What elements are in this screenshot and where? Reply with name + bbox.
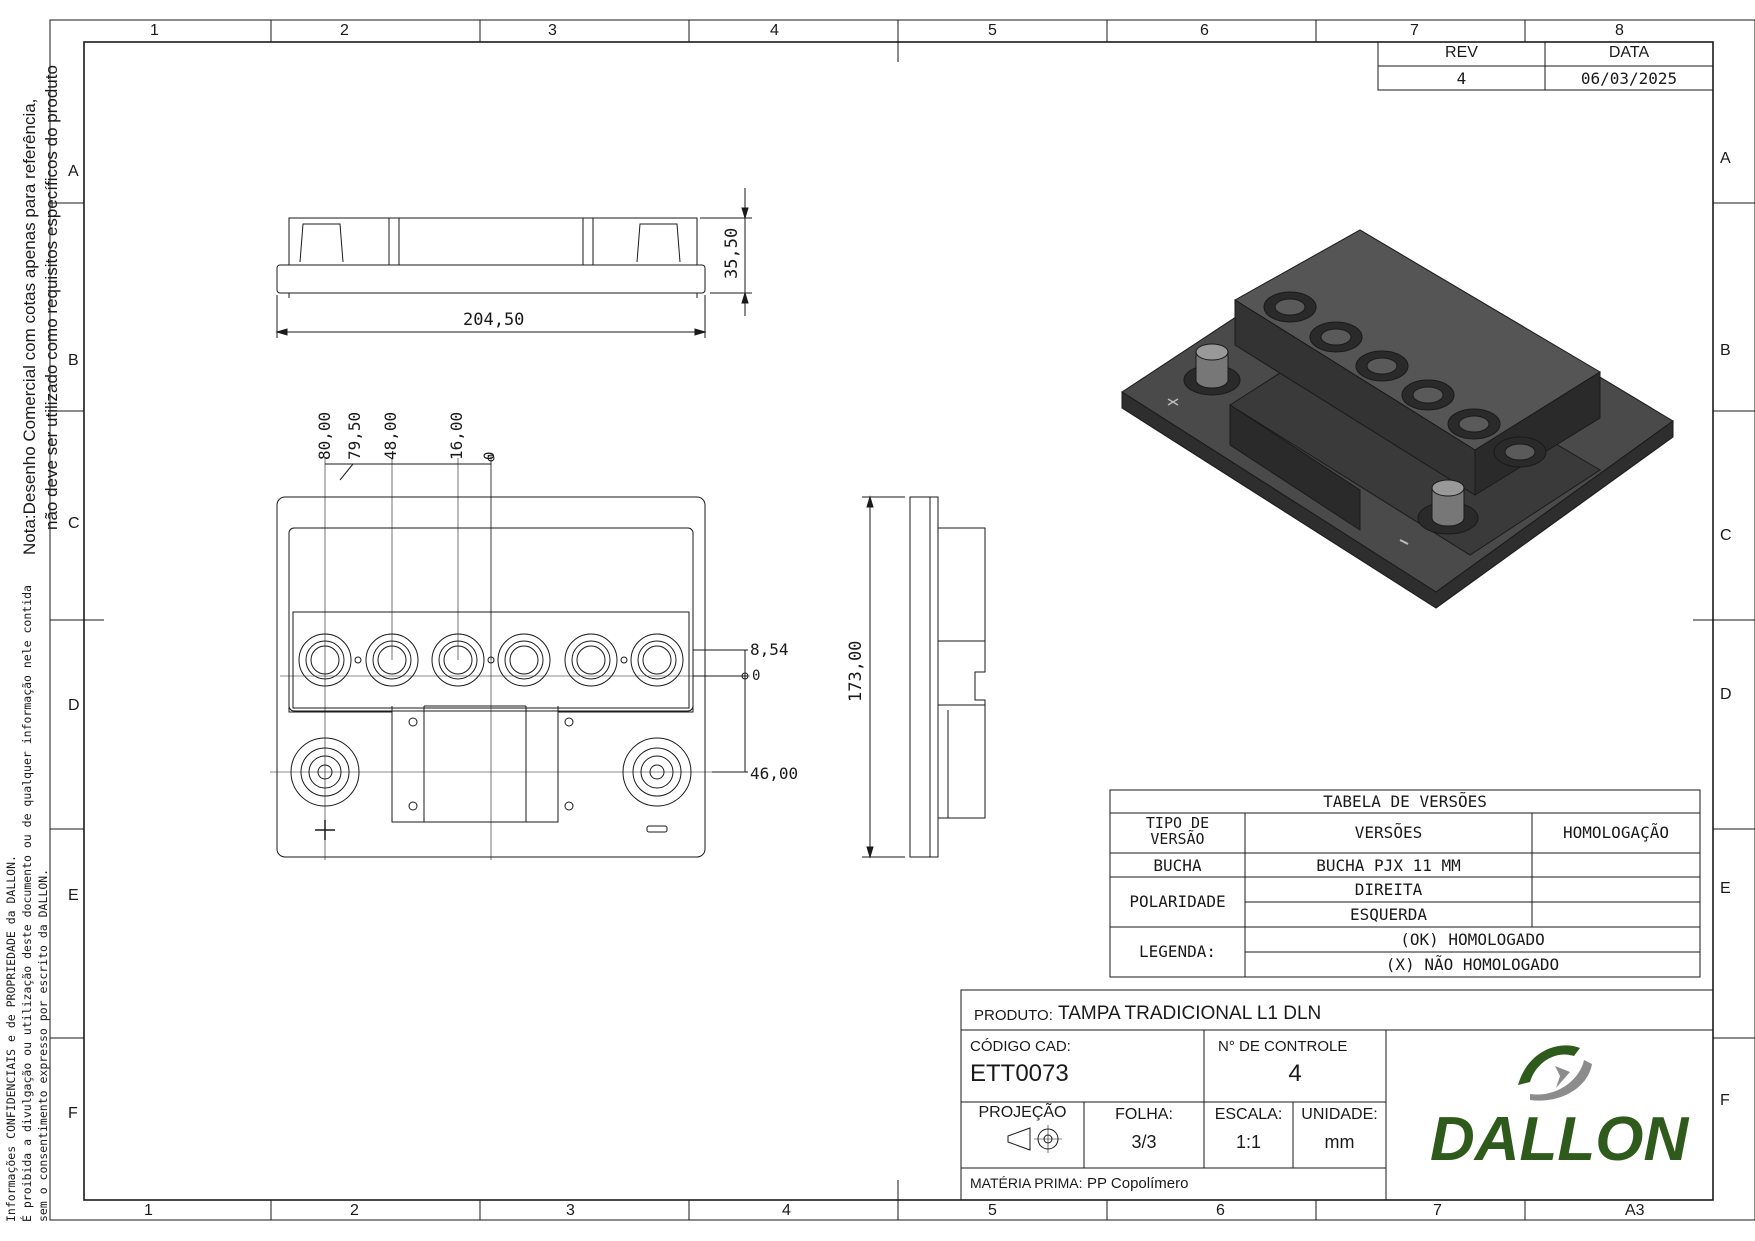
unit-value: mm	[1324, 1132, 1355, 1152]
plan-view	[270, 455, 750, 860]
revision-box-lines	[1377, 41, 1714, 91]
dim-x-48: 48,00	[381, 411, 400, 460]
dim-y-46: 46,00	[750, 764, 799, 783]
row-label-b-right: B	[1720, 342, 1731, 359]
row-label-d-right: D	[1720, 686, 1732, 703]
plan-dimensions	[325, 454, 749, 773]
version-row-bucha: BUCHA PJX 11 MM	[1316, 856, 1461, 875]
projection-label: PROJEÇÃO	[978, 1104, 1067, 1121]
dim-depth: 173,00	[846, 640, 866, 702]
row-label-c-right: C	[1720, 527, 1732, 544]
legend-x: (X) NÃO HOMOLOGADO	[1385, 955, 1560, 974]
projection-symbol-icon	[1007, 1125, 1062, 1153]
col-label-2-bottom: 2	[350, 1202, 359, 1219]
row-label-f-right: F	[1720, 1092, 1730, 1109]
material-value: PP Copolímero	[1087, 1175, 1189, 1192]
material-label: MATÉRIA PRIMA:	[970, 1175, 1083, 1191]
date-header: DATA	[1608, 44, 1650, 61]
outer-frame	[49, 19, 1755, 1221]
col-label-7-bottom: 7	[1433, 1202, 1442, 1219]
dim-x-0: 0	[482, 451, 498, 460]
sheet-value: 3/3	[1131, 1132, 1157, 1152]
confidential-note-line-2: É proibida a divulgação ou utilização de…	[20, 585, 34, 1222]
col-label-6-bottom: 6	[1216, 1202, 1225, 1219]
cad-label: CÓDIGO CAD:	[970, 1038, 1071, 1055]
dim-x-79: 79,50	[345, 411, 364, 460]
control-value: 4	[1288, 1060, 1302, 1087]
version-table-title: TABELA DE VERSÕES	[1323, 792, 1487, 811]
dallon-logo: DALLON	[1430, 1045, 1690, 1174]
legend-label: LEGENDA:	[1138, 942, 1217, 961]
sheet-label: FOLHA:	[1115, 1106, 1173, 1123]
control-label: N° DE CONTROLE	[1218, 1038, 1348, 1055]
cad-value: ETT0073	[970, 1060, 1069, 1087]
width-dimension	[275, 295, 707, 338]
title-block-lines	[960, 989, 1714, 1201]
col-label-3: 3	[548, 22, 557, 39]
confidential-note-line-3: sem o consentimento expresso por escrito…	[36, 868, 50, 1222]
legend-ok: (OK) HOMOLOGADO	[1400, 930, 1545, 949]
dim-width: 204,50	[463, 310, 525, 330]
reference-note-line-1: Nota:Desenho Comercial com cotas apenas …	[20, 98, 39, 555]
zone-ticks	[50, 20, 1755, 1220]
dim-height: 35,50	[722, 227, 742, 279]
col-label-3-bottom: 3	[566, 1202, 575, 1219]
scale-value: 1:1	[1235, 1132, 1262, 1152]
col-label-6: 6	[1200, 22, 1209, 39]
logo-wordmark: DALLON	[1430, 1105, 1690, 1174]
rev-header: REV	[1445, 44, 1478, 61]
confidential-note-line-1: Informações CONFIDENCIAIS e de PROPRIEDA…	[4, 855, 18, 1222]
col-label-2: 2	[340, 22, 349, 39]
isometric-view	[1121, 229, 1674, 609]
col-label-5-bottom: 5	[988, 1202, 997, 1219]
version-table-col-type: TIPO DE VERSÃO	[1145, 814, 1210, 848]
row-label-f: F	[68, 1105, 78, 1122]
version-table-lines	[1109, 789, 1701, 978]
version-row-type-polaridade: POLARIDADE	[1129, 892, 1226, 911]
dim-y-0: 0	[752, 668, 761, 684]
col-label-4: 4	[770, 22, 779, 39]
col-label-1-bottom: 1	[144, 1202, 153, 1219]
col-label-5: 5	[988, 22, 997, 39]
row-label-d: D	[68, 697, 80, 714]
dim-x-80: 80,00	[315, 411, 334, 460]
scale-label: ESCALA:	[1214, 1106, 1283, 1123]
row-label-a: A	[68, 163, 79, 180]
row-label-c: C	[68, 515, 80, 532]
reference-note-line-2: não deve ser utilizado como requisitos e…	[42, 65, 61, 530]
row-label-b: B	[68, 352, 79, 369]
dim-x-16: 16,00	[447, 411, 466, 460]
sheet-format: A3	[1625, 1202, 1645, 1219]
rev-value: 4	[1456, 69, 1467, 88]
front-elevation-view	[276, 217, 706, 298]
row-label-e: E	[68, 887, 79, 904]
unit-label: UNIDADE:	[1301, 1106, 1378, 1123]
product-value: TAMPA TRADICIONAL L1 DLN	[1058, 1003, 1322, 1024]
col-label-1: 1	[150, 22, 159, 39]
version-row-esquerda: ESQUERDA	[1349, 905, 1428, 924]
row-label-a-right: A	[1720, 150, 1731, 167]
side-view	[862, 495, 986, 859]
col-label-7: 7	[1410, 22, 1419, 39]
version-table-col-versions: VERSÕES	[1354, 823, 1423, 842]
row-label-e-right: E	[1720, 880, 1731, 897]
dim-y-854: 8,54	[750, 640, 789, 659]
version-row-type-bucha: BUCHA	[1153, 856, 1202, 875]
date-value: 06/03/2025	[1580, 69, 1678, 88]
version-table-col-homolog: HOMOLOGAÇÃO	[1563, 823, 1669, 842]
inner-frame	[83, 41, 1714, 1201]
height-dimension	[700, 188, 752, 316]
product-label: PRODUTO:	[974, 1007, 1053, 1024]
col-label-4-bottom: 4	[782, 1202, 791, 1219]
version-row-direita: DIREITA	[1354, 880, 1423, 899]
col-label-8: 8	[1615, 22, 1624, 39]
